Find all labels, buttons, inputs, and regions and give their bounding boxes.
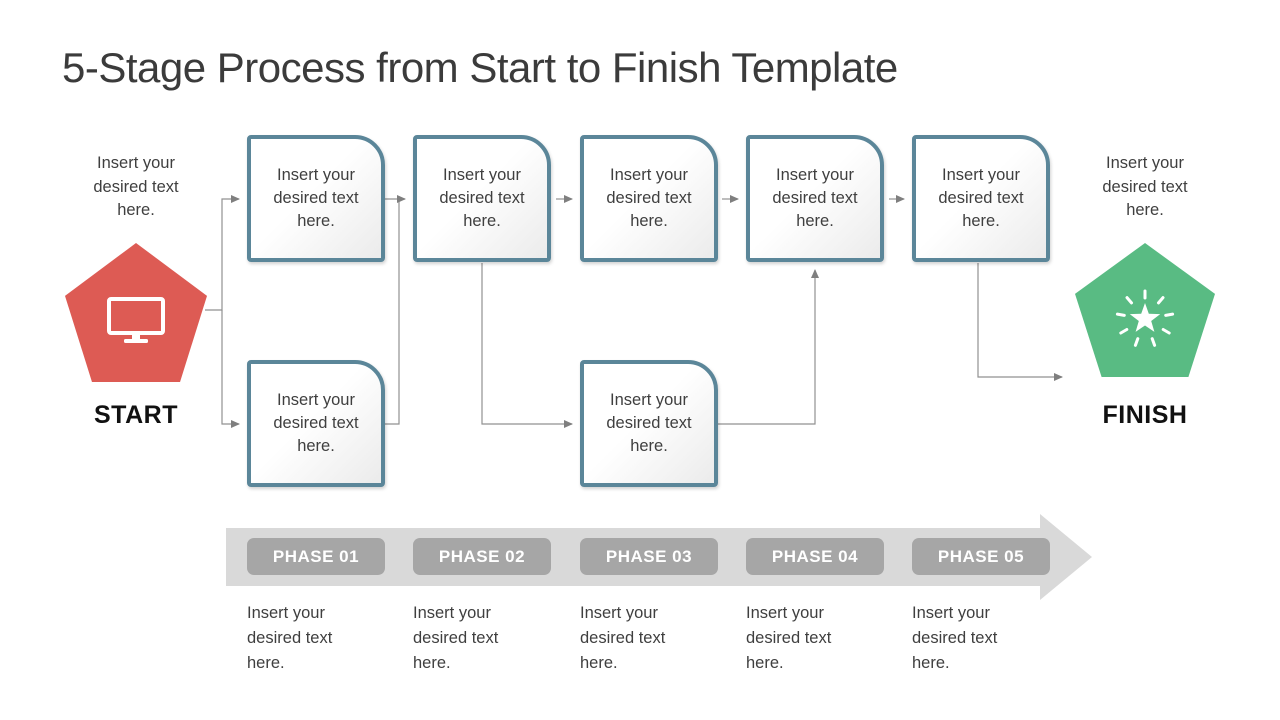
process-box-text: Insert your desired text here. (273, 391, 359, 455)
phase-description-2: Insert your desired text here. (413, 604, 499, 672)
start-caption: Insert your desired text here. (93, 154, 179, 219)
connector-bottom-box2-to-box4 (718, 269, 819, 425)
phase-description-5: Insert your desired text here. (912, 604, 998, 672)
start-label: START (94, 401, 178, 429)
page-title: 5-Stage Process from Start to Finish Tem… (62, 44, 898, 91)
process-box-bottom-2: Insert your desired text here. (580, 360, 718, 487)
phase-chip-1: PHASE 01 (247, 538, 385, 575)
phase-chip-5: PHASE 05 (912, 538, 1050, 575)
process-box-top-4: Insert your desired text here. (746, 135, 884, 262)
process-box-text: Insert your desired text here. (606, 391, 692, 455)
process-box-top-3: Insert your desired text here. (580, 135, 718, 262)
phase-description-3: Insert your desired text here. (580, 604, 666, 672)
process-box-top-5: Insert your desired text here. (912, 135, 1050, 262)
process-box-text: Insert your desired text here. (439, 166, 525, 230)
process-box-text: Insert your desired text here. (606, 166, 692, 230)
connector-start-to-bottom-box1 (221, 310, 240, 428)
process-box-text: Insert your desired text here. (772, 166, 858, 230)
monitor-icon (107, 296, 165, 343)
connector-bottom-box1-up (385, 199, 400, 425)
sparkle-icon (1115, 289, 1175, 347)
process-box-bottom-1: Insert your desired text here. (247, 360, 385, 487)
process-box-top-1: Insert your desired text here. (247, 135, 385, 262)
phase-chip-2: PHASE 02 (413, 538, 551, 575)
connector-box5-to-finish (977, 263, 1063, 381)
process-box-text: Insert your desired text here. (273, 166, 359, 230)
process-box-text: Insert your desired text here. (938, 166, 1024, 230)
phase-chip-4: PHASE 04 (746, 538, 884, 575)
connector-start-to-box1 (205, 195, 240, 311)
process-box-top-2: Insert your desired text here. (413, 135, 551, 262)
finish-caption: Insert your desired text here. (1102, 154, 1188, 219)
finish-label: FINISH (1102, 401, 1188, 429)
phase-chip-3: PHASE 03 (580, 538, 718, 575)
phase-description-4: Insert your desired text here. (746, 604, 832, 672)
connector-box2-to-bottom-box2 (481, 263, 573, 428)
phase-description-1: Insert your desired text here. (247, 604, 333, 672)
